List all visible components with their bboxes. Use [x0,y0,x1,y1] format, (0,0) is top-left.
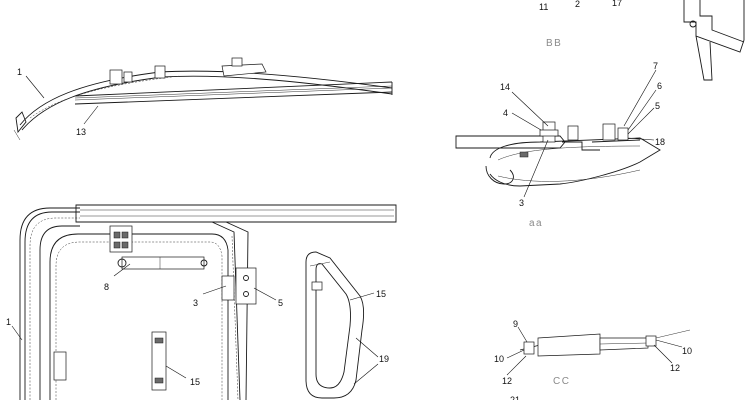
callout-bb-3: 3 [519,198,524,208]
callout-cc-10-left: 10 [494,354,504,364]
section-cc-view: 9 10 12 10 12 CC 21 [494,319,692,400]
callout-cc-21: 21 [510,395,520,400]
rail-side-view: 1 13 [13,57,393,141]
hinge-assembly [109,57,267,85]
section-label-bb: BB [546,38,562,49]
callout-bb-4: 4 [503,108,508,118]
callout-frame-5: 5 [278,298,283,308]
top-right-fragment: 11 2 17 BB [539,0,622,49]
callout-frame-15: 15 [190,377,200,387]
callout-cc-12-left: 12 [502,376,512,386]
handle-15 [151,331,167,391]
callout-cc-10-right: 10 [682,346,692,356]
callout-bb-7: 7 [653,61,658,71]
side-bracket [683,0,745,81]
callout-handle-15: 15 [376,289,386,299]
callout-bb-14: 14 [500,82,510,92]
callout-11: 11 [539,2,548,12]
section-label-aa: aa [529,218,543,229]
callout-17: 17 [612,0,622,8]
latch-bracket [221,267,257,305]
gas-strut [117,256,208,270]
callout-frame-1: 1 [6,317,11,327]
callout-frame-8: 8 [104,282,109,292]
callout-bb-18: 18 [655,137,665,147]
grab-handle-view: 15 19 [305,251,389,399]
callout-frame-3: 3 [193,298,198,308]
callout-top-1: 1 [17,67,22,77]
callout-bb-5: 5 [655,101,660,111]
section-bb-view: 14 4 7 6 5 18 3 aa [455,61,665,229]
callout-top-13: 13 [76,127,86,137]
callout-handle-19: 19 [379,354,389,364]
door-frame-view: 8 3 5 15 1 [6,204,397,400]
callout-cc-12-right: 12 [670,363,680,373]
callout-2: 2 [575,0,580,9]
hinge-bracket [109,225,133,253]
section-label-cc: CC [553,376,570,387]
callout-cc-9: 9 [513,319,518,329]
callout-bb-6: 6 [657,81,662,91]
